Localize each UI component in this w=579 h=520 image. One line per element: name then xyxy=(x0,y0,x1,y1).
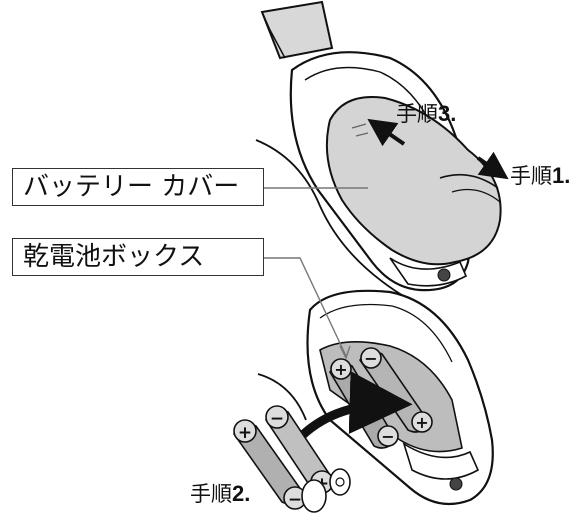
battery-minus-symbol: − xyxy=(270,409,284,429)
step3-prefix: 手順 xyxy=(396,102,438,126)
battery-minus-symbol: − xyxy=(364,349,377,368)
step3-number: 3. xyxy=(438,101,457,126)
step1-number: 1. xyxy=(552,163,571,188)
batteries-loose: + − − + xyxy=(233,405,351,513)
battery-loose-1: + − xyxy=(233,419,307,510)
remote-top-view xyxy=(255,0,509,301)
battery-box-callout: 乾電池ボックス xyxy=(12,238,264,276)
step2-number: 2. xyxy=(232,481,251,506)
battery-cover-callout: バッテリー カバー xyxy=(12,168,264,206)
battery-plus-symbol: + xyxy=(334,360,347,379)
step2-prefix: 手順 xyxy=(190,482,232,506)
battery-minus-symbol: − xyxy=(288,490,302,510)
step1-prefix: 手順 xyxy=(510,164,552,188)
step1-arrow xyxy=(476,151,509,180)
battery-box-leader xyxy=(262,257,347,357)
battery-plus-symbol: + xyxy=(238,423,252,443)
battery-plus-symbol: + xyxy=(415,413,428,432)
step2-label: 手順2. xyxy=(190,478,250,508)
battery-minus-symbol: − xyxy=(381,427,394,446)
step1-label: 手順1. xyxy=(510,160,570,190)
step3-arrow xyxy=(367,118,406,147)
remote-open-view xyxy=(257,289,494,506)
step3-label: 手順3. xyxy=(396,98,456,128)
